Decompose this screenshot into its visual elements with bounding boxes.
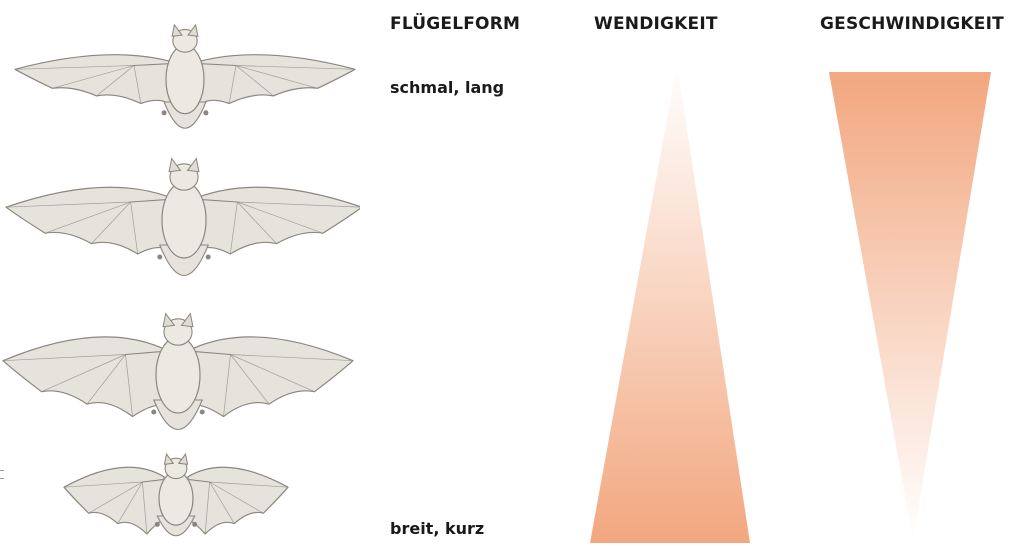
- header-speed: GESCHWINDIGKEIT: [820, 14, 1004, 34]
- bat-illustration-2: [6, 159, 360, 276]
- speed-triangle: [829, 72, 991, 540]
- wing-label-narrow-long: schmal, lang: [390, 78, 504, 97]
- bat-illustration-1: [15, 25, 355, 128]
- header-agility: WENDIGKEIT: [594, 14, 718, 34]
- bat-illustration-4: [64, 454, 288, 536]
- edge-mark: [0, 478, 4, 479]
- header-wing-shape: FLÜGELFORM: [390, 14, 520, 34]
- bat-illustration-3: [3, 314, 353, 430]
- wing-label-broad-short: breit, kurz: [390, 519, 484, 538]
- bat-illustrations-svg: [0, 0, 360, 546]
- agility-triangle: [590, 64, 750, 543]
- edge-mark: [0, 470, 4, 471]
- bat-illustrations: [0, 0, 360, 546]
